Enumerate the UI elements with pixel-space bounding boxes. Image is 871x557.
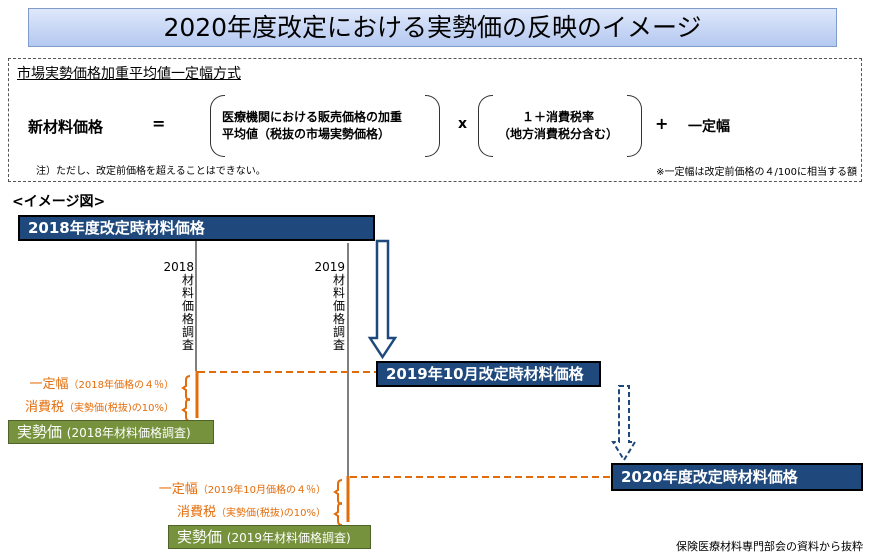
down-arrow-icon [367,239,398,360]
margin-term: 一定幅 [29,377,69,392]
margin-term: 一定幅 [158,482,198,497]
brace-icon-2019 [333,479,343,526]
formula-footnote: ※一定幅は改定前価格の４/100に相当する額 [656,167,857,178]
formula-term1: 医療機関における販売価格の加重平均値（税抜の市場実勢価格） [222,109,402,143]
formula-box [8,58,862,182]
tax-term: 消費税 [176,505,216,520]
page-title: 2020年度改定における実勢価の反映のイメージ [28,8,837,47]
survey-char: 料 [181,286,194,300]
diagram-heading: <イメージ図> [12,194,106,210]
survey-char: 査 [332,338,345,352]
term1-line2: 平均値（税抜の市場実勢価格） [222,127,391,141]
survey-char: 価 [332,299,345,313]
formula-term3: 一定幅 [688,119,730,135]
survey-year: 2019 [314,260,345,274]
survey-char: 調 [181,325,194,339]
tax-note: （実勢価(税抜)の10%） [215,508,326,519]
tax-note: （実勢価(税抜)の10%） [63,403,174,414]
formula-lhs: 新材料価格 [28,118,104,136]
survey-label-2018: 2018 材料価格調査 [160,261,194,352]
bar-2019-price: 2019年10月改定時材料価格 [376,361,601,387]
actual-term: 実勢価 [177,528,223,546]
survey-char: 材 [332,273,345,287]
survey-char: 材 [181,273,194,287]
tax-label-2018: 消費税（実勢価(税抜)の10%） [25,396,174,415]
survey-label-2019: 2019 材料価格調査 [311,261,345,352]
survey-char: 査 [181,338,194,352]
formula-times: x [458,116,468,132]
formula-heading: 市場実勢価格加重平均値一定幅方式 [17,66,241,82]
formula-term2: １＋消費税率 （地方消費税分含む） [488,109,628,143]
actual-term: 実勢価 [17,423,63,441]
margin-label-2019: 一定幅（2019年10月価格の４％） [159,478,326,497]
survey-char: 格 [332,312,345,326]
actual-price-2019: 実勢価 (2019年材料価格調査) [168,525,371,549]
margin-note: （2019年10月価格の４％） [197,485,326,496]
formula-equals: = [152,114,166,133]
survey-char: 価 [181,299,194,313]
survey-char: 調 [332,325,345,339]
actual-note: (2018年材料価格調査) [66,426,191,440]
margin-note: （2018年価格の４％） [68,380,174,391]
survey-char: 格 [181,312,194,326]
brace-icon-2018 [181,375,191,422]
bar-2018-price: 2018年度改定時材料価格 [18,215,375,241]
dashed-down-arrow-icon [611,385,637,462]
term2-line2: （地方消費税分含む） [497,127,618,141]
actual-note: (2019年材料価格調査) [226,531,351,545]
source-note: 保険医療材料専門部会の資料から抜粋 [676,540,863,553]
formula-plus: + [655,114,669,133]
actual-price-2018: 実勢価 (2018年材料価格調査) [8,420,214,444]
bar-2020-price: 2020年度改定時材料価格 [611,463,863,491]
tax-label-2019: 消費税（実勢価(税抜)の10%） [177,501,326,520]
formula-note: 注）ただし、改定前価格を超えることはできない。 [36,166,266,177]
survey-year: 2018 [163,260,194,274]
term2-line1: １＋消費税率 [521,110,594,124]
survey-char: 料 [332,286,345,300]
margin-label-2018: 一定幅（2018年価格の４％） [30,373,174,392]
term1-line1: 医療機関における販売価格の加重 [222,110,403,124]
tax-term: 消費税 [24,400,64,415]
